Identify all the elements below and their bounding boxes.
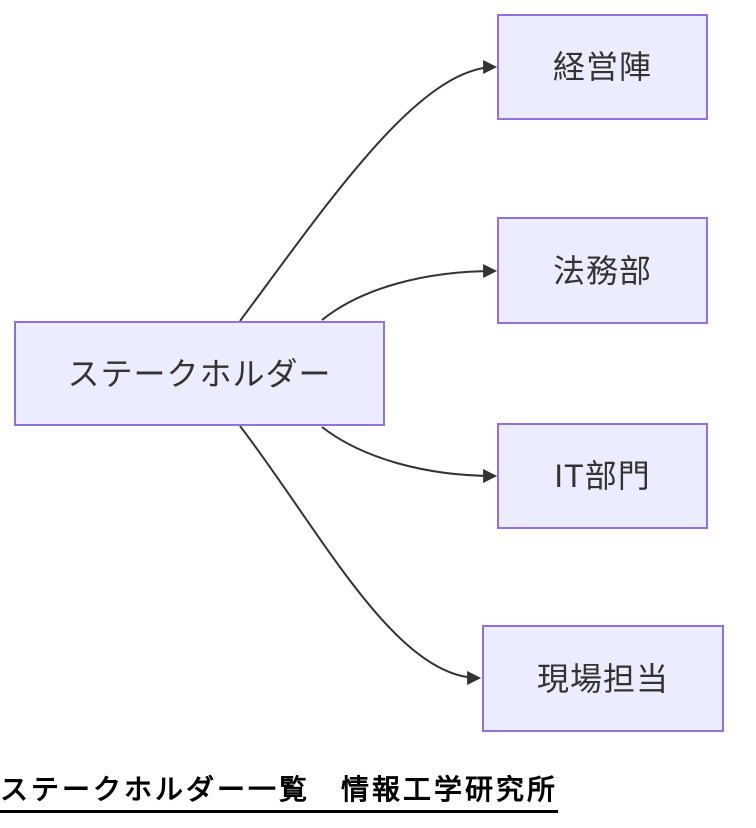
node-it: IT部門	[497, 423, 708, 529]
node-field-label: 現場担当	[536, 660, 669, 697]
node-stakeholder-label: ステークホルダー	[67, 355, 332, 392]
node-legal: 法務部	[497, 217, 708, 324]
edge-stakeholder-to-management	[239, 60, 498, 322]
diagram-caption: ステークホルダー一覧 情報工学研究所	[0, 774, 559, 813]
node-management: 経営陣	[497, 14, 708, 120]
node-management-label: 経営陣	[552, 49, 652, 85]
node-it-label: IT部門	[554, 458, 651, 494]
node-legal-label: 法務部	[552, 252, 652, 289]
edge-stakeholder-to-it	[321, 426, 498, 483]
node-field: 現場担当	[482, 625, 724, 732]
edge-stakeholder-to-field	[239, 425, 482, 685]
node-stakeholder: ステークホルダー	[14, 321, 385, 426]
edge-stakeholder-to-legal	[321, 264, 498, 321]
diagram-caption-text: ステークホルダー一覧 情報工学研究所	[0, 774, 559, 813]
